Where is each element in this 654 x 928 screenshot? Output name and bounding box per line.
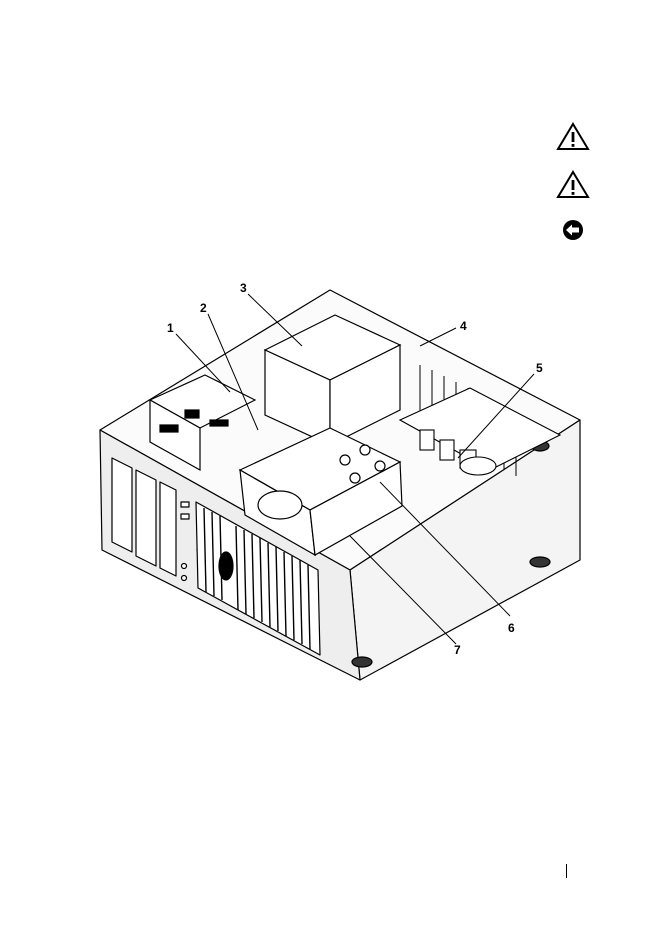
caution-triangle-icon: [556, 170, 590, 200]
drive-bay-1: [112, 458, 132, 552]
callout-1: 1: [167, 321, 174, 335]
callout-4: 4: [460, 319, 467, 333]
caution-triangle-icon: [556, 122, 590, 152]
callout-5: 5: [536, 361, 543, 375]
callout-7: 7: [454, 643, 461, 657]
computer-interior-illustration: 1 2 3 4 5 6 7: [0, 270, 654, 690]
callout-2: 2: [200, 301, 207, 315]
page-footer-rule: [566, 864, 567, 878]
callout-3: 3: [240, 281, 247, 295]
drive-bay-2: [136, 470, 156, 566]
notice-circle-icon: [562, 219, 584, 241]
drive-bay-3: [160, 482, 176, 576]
callout-6: 6: [508, 621, 515, 635]
